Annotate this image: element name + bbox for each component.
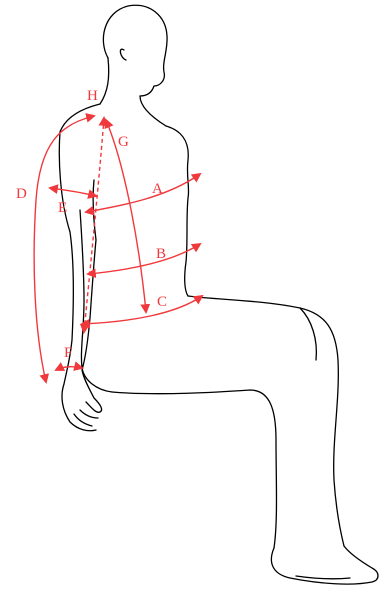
label-e: E [58,200,67,216]
measure-line-e [50,188,96,196]
figure-arm-outer [59,132,96,431]
measure-line-f [56,367,82,370]
label-h: H [87,88,98,104]
label-c: C [157,294,167,310]
measure-line-c [82,296,202,324]
measure-line-h [84,118,104,332]
figure-hand [74,410,98,426]
figure-head [103,5,167,96]
figure-toes [296,576,350,579]
figure-chest [166,126,189,296]
seated-figure [59,5,378,584]
label-g: G [118,134,129,150]
figure-arm-inner [82,180,102,412]
figure-neck-back [100,58,109,104]
label-a: A [152,181,163,197]
measure-line-a [86,174,200,212]
label-f: F [64,345,72,361]
figure-neck-front [140,96,166,126]
measurement-labels: A B C D E F G H [16,88,167,361]
measure-line-d [34,116,94,382]
figure-knee-line [300,308,316,360]
figure-ear [120,49,126,60]
label-b: B [156,246,166,262]
label-d: D [16,186,27,202]
figure-thigh-under [112,390,277,548]
measure-line-b [88,244,200,274]
figure-thigh-top [188,296,344,546]
